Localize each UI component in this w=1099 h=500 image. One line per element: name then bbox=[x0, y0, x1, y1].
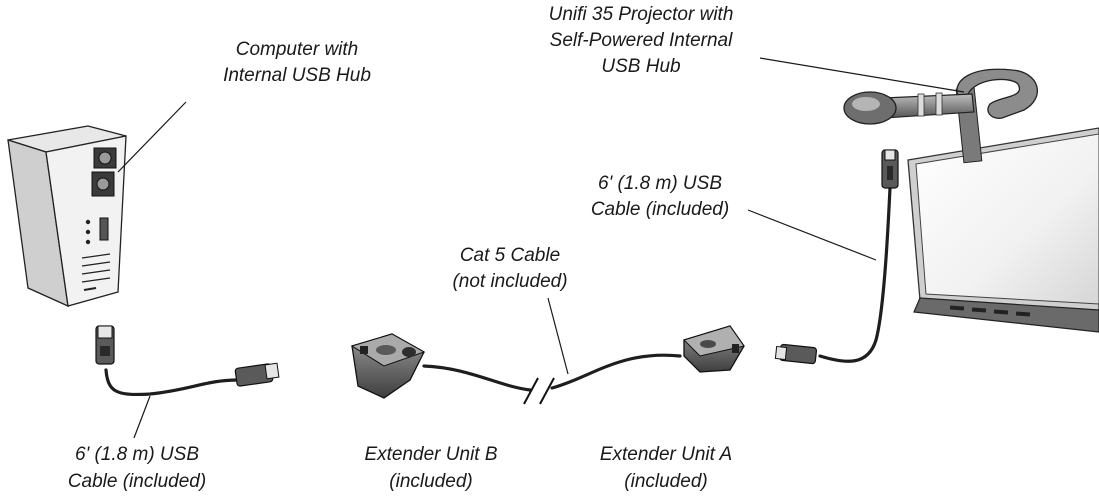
projector-label: Unifi 35 Projector with Self-Powered Int… bbox=[549, 4, 734, 77]
extender-unit-a-icon bbox=[683, 325, 745, 373]
computer-label-line-1: Computer with bbox=[236, 39, 359, 60]
unit-a-label: Extender Unit A (included) bbox=[600, 444, 732, 492]
cat5-label-line-1: Cat 5 Cable bbox=[460, 245, 560, 266]
usb-plug-icon bbox=[774, 343, 818, 365]
projector-arm-icon bbox=[843, 68, 1038, 164]
usb-left-leader-line bbox=[133, 395, 151, 439]
left-usb-cable bbox=[95, 325, 280, 397]
computer-leader-line bbox=[117, 101, 187, 173]
usb-cable-left-label-line-2: Cable (included) bbox=[68, 471, 206, 492]
usb-cable-right-label-line-1: 6' (1.8 m) USB bbox=[598, 173, 722, 194]
projector-label-line-2: Self-Powered Internal bbox=[550, 30, 733, 51]
unit-b-label-line-2: (included) bbox=[389, 471, 472, 492]
projector-leader-line bbox=[759, 57, 965, 93]
cat5-leader-line bbox=[547, 297, 569, 375]
unit-a-label-line-2: (included) bbox=[624, 471, 707, 492]
unit-b-label-line-1: Extender Unit B bbox=[364, 444, 497, 465]
computer-label-line-2: Internal USB Hub bbox=[223, 65, 371, 86]
right-usb-cable bbox=[774, 149, 899, 365]
cable-break-icon bbox=[523, 377, 555, 405]
cat5-label: Cat 5 Cable (not included) bbox=[452, 245, 567, 292]
projector-label-line-3: USB Hub bbox=[601, 56, 680, 77]
usb-cable-right-label-line-2: Cable (included) bbox=[591, 199, 729, 220]
projector-label-line-1: Unifi 35 Projector with bbox=[549, 4, 734, 25]
cat5-cable bbox=[422, 353, 682, 405]
usb-cable-left-label: 6' (1.8 m) USB Cable (included) bbox=[68, 444, 206, 492]
cat5-label-line-2: (not included) bbox=[452, 271, 567, 292]
usb-cable-right-label: 6' (1.8 m) USB Cable (included) bbox=[591, 173, 729, 220]
extender-unit-b-icon bbox=[350, 333, 426, 399]
unit-a-label-line-1: Extender Unit A bbox=[600, 444, 732, 465]
usb-cable-left-label-line-1: 6' (1.8 m) USB bbox=[75, 444, 199, 465]
computer-label: Computer with Internal USB Hub bbox=[223, 39, 371, 86]
unit-b-label: Extender Unit B (included) bbox=[364, 444, 497, 492]
interactive-whiteboard-icon bbox=[907, 127, 1099, 333]
usb-plug-icon bbox=[881, 149, 899, 189]
usb-plug-icon bbox=[95, 325, 115, 365]
usb-right-leader-line bbox=[747, 209, 877, 261]
computer-tower-icon bbox=[7, 125, 127, 308]
usb-plug-icon bbox=[234, 362, 280, 387]
